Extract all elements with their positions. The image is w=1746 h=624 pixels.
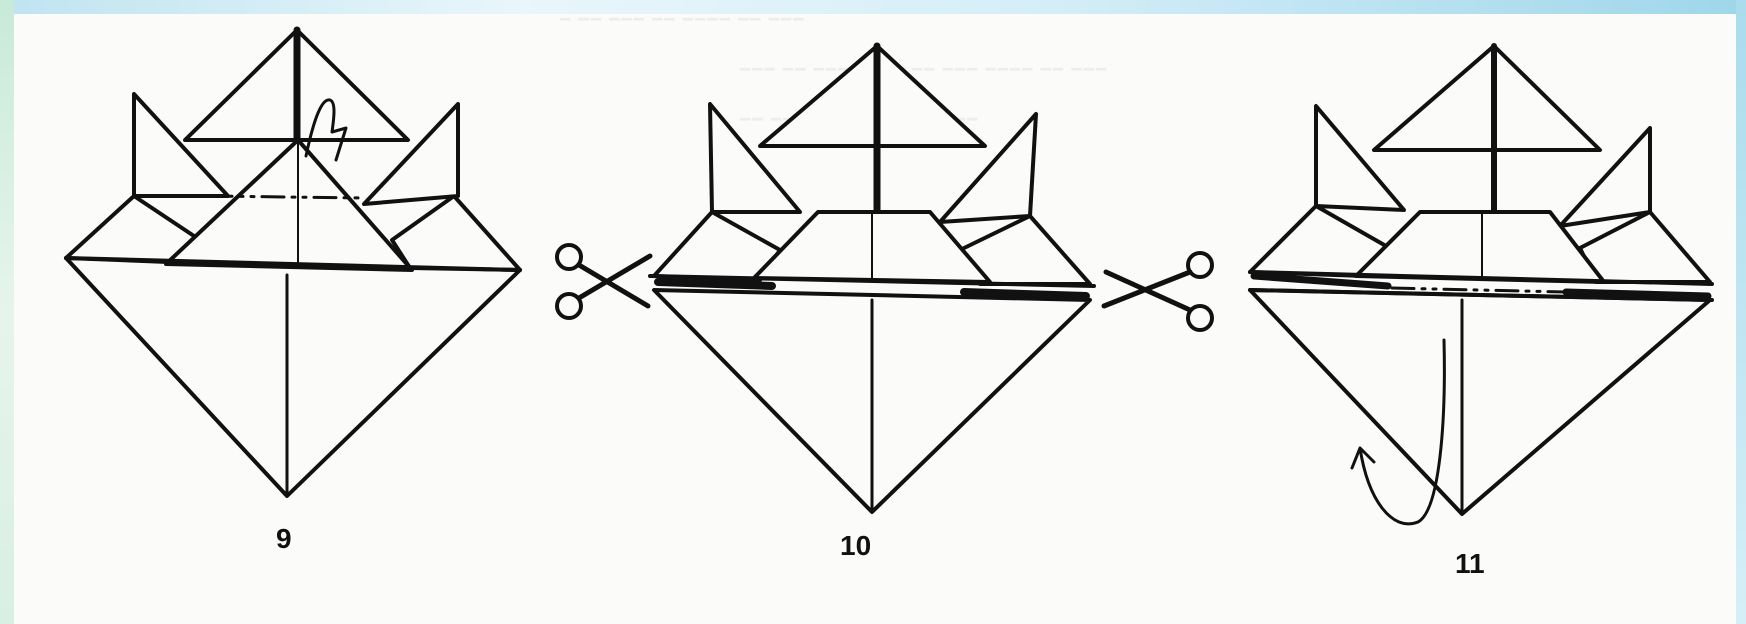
step-number-11: 11 [1455,548,1485,580]
step-10-figure [650,46,1094,512]
step-9-figure [66,30,520,496]
step-number-10: 10 [840,530,871,562]
scissors-icon [1104,253,1212,330]
scissors-icon [557,245,650,318]
step-11-figure [1250,46,1712,524]
step-number-9: 9 [276,523,292,555]
